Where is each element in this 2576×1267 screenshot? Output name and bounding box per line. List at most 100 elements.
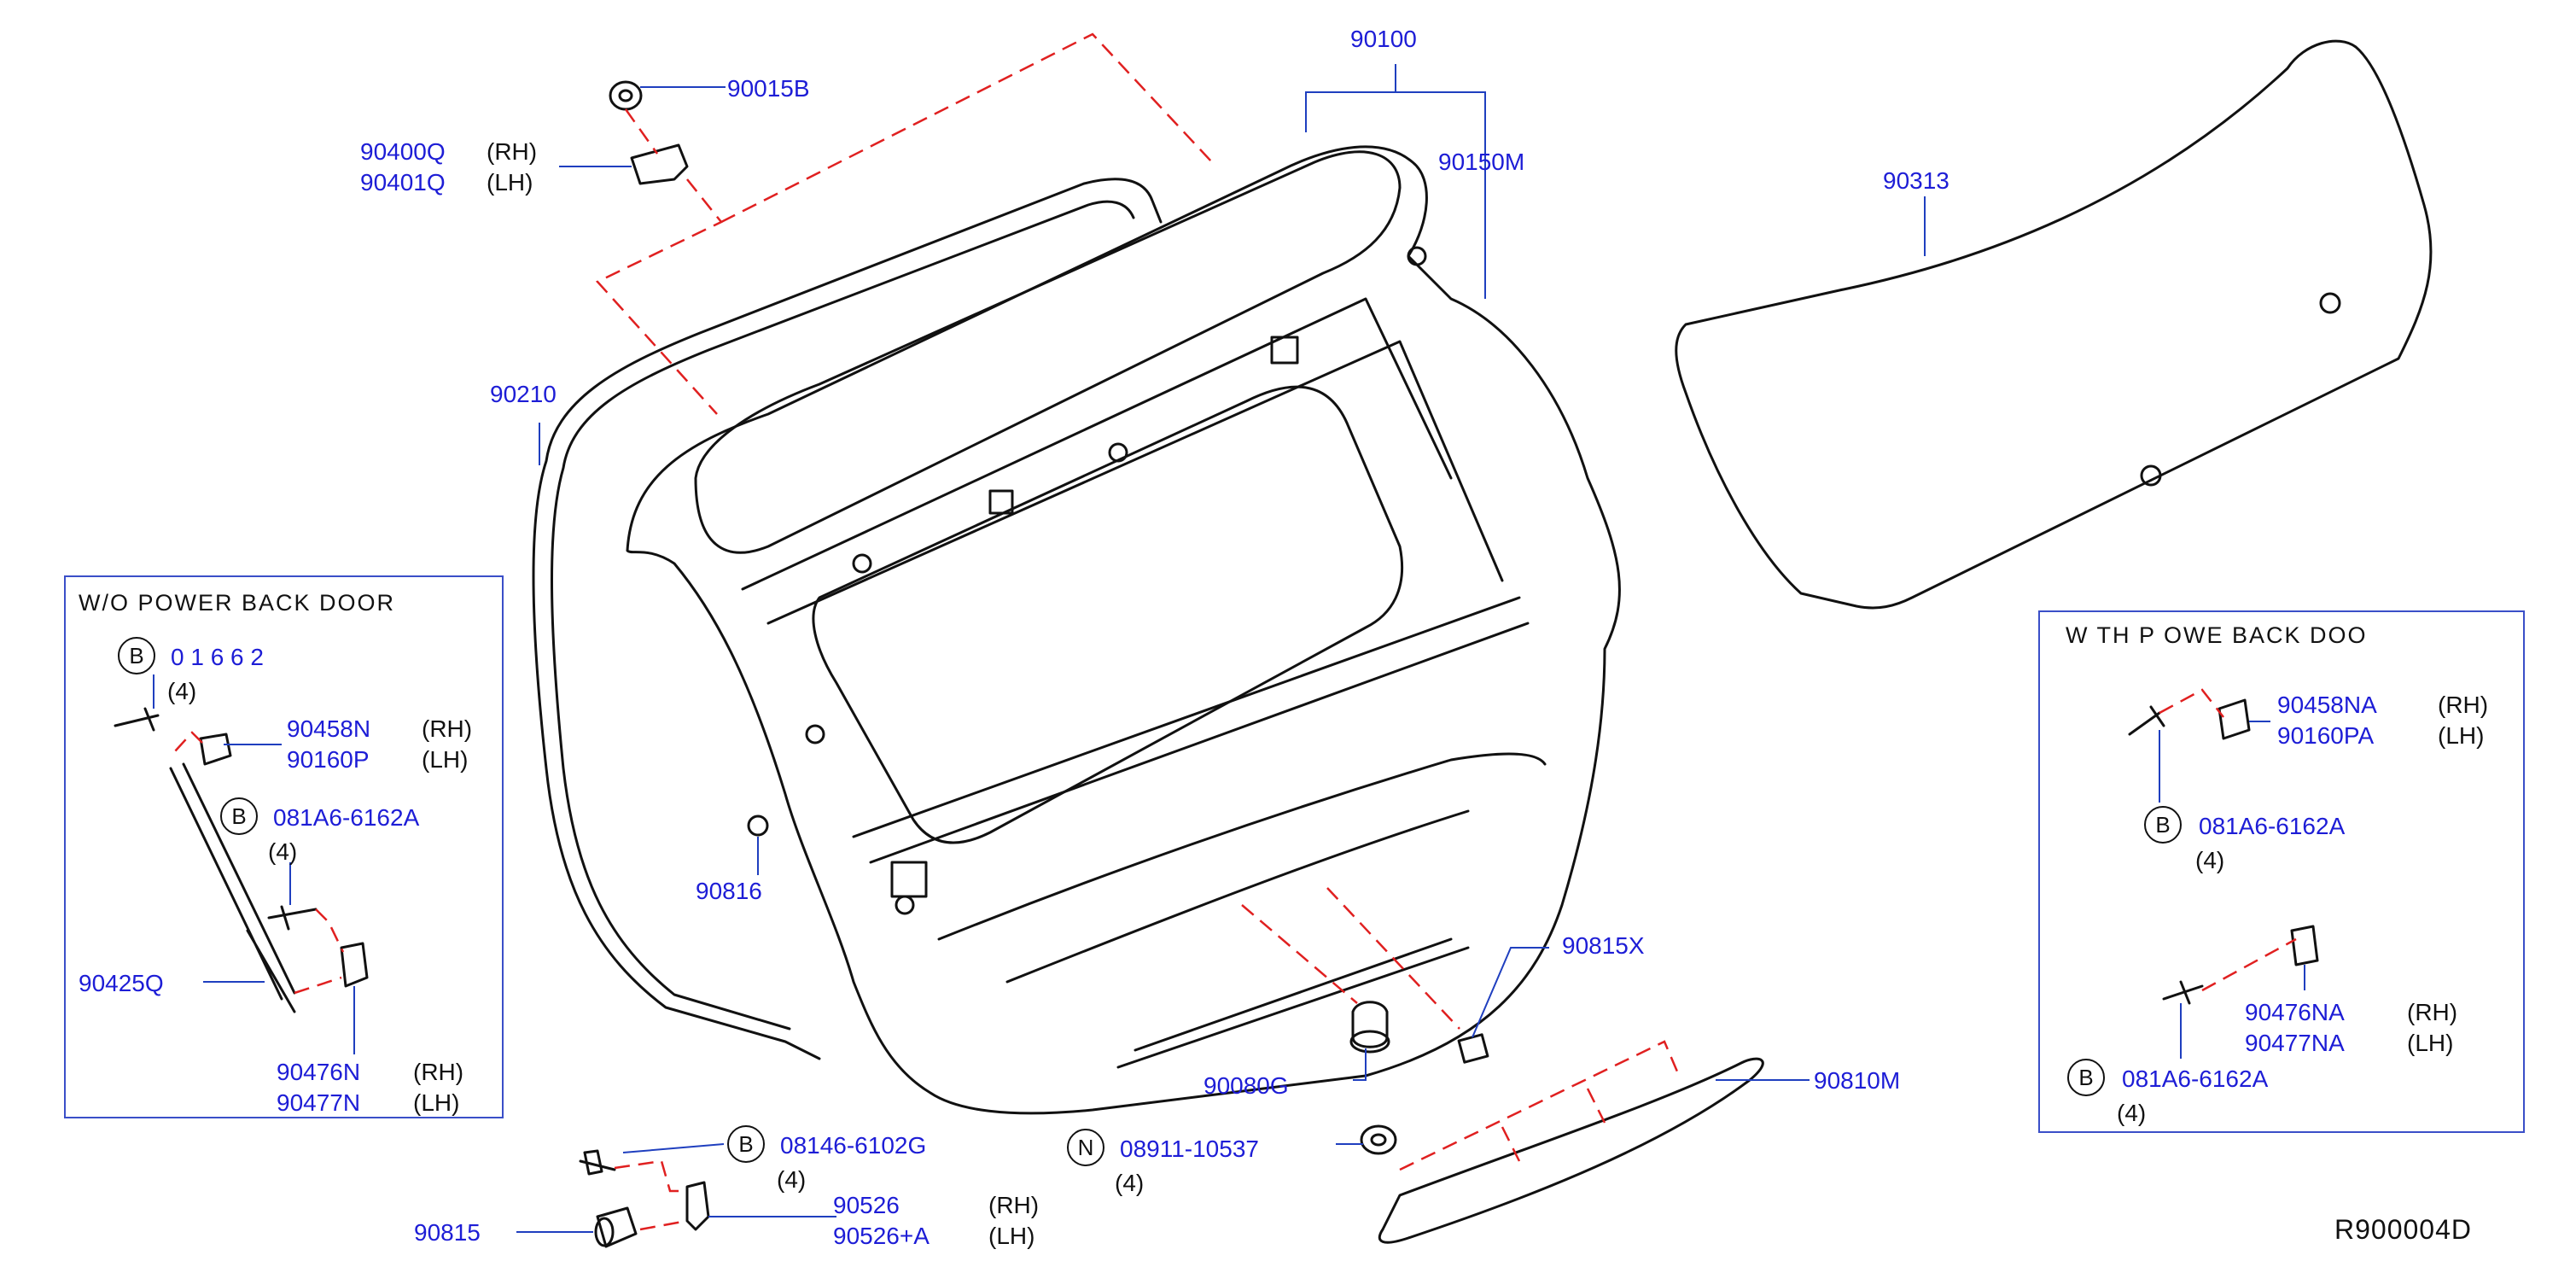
side-label: (LH) (2407, 1030, 2454, 1056)
side-label: (RH) (413, 1059, 464, 1085)
side-label: (RH) (2407, 999, 2458, 1025)
bracket-90400Q[interactable] (630, 143, 689, 185)
panel-header-with-power: W TH P OWE BACK DOO (2066, 622, 2368, 648)
panel-header-wo-power: W/O POWER BACK DOOR (79, 590, 396, 616)
dash-line (294, 908, 345, 995)
stop-lamp-90810M[interactable] (1378, 1057, 1764, 1244)
part-number-081A6-partial[interactable]: 0 1 6 6 2 (171, 644, 264, 670)
panel-without-power-back-door (64, 575, 504, 1118)
part-number-90401Q[interactable]: 90401Q (360, 169, 446, 196)
leader-line (1472, 947, 1549, 1038)
bracket-90476NA[interactable] (2290, 925, 2319, 966)
quantity-label: (4) (2117, 1100, 2147, 1126)
bolt-symbol-b: B (2144, 806, 2182, 844)
part-number-90816[interactable]: 90816 (696, 878, 762, 904)
door-inner-frame (741, 297, 1530, 864)
part-number-08146-6102G[interactable]: 08146-6102G (780, 1132, 927, 1159)
part-number-90160PA[interactable]: 90160PA (2277, 722, 2375, 749)
part-number-90210[interactable]: 90210 (490, 381, 557, 407)
part-number-90815[interactable]: 90815 (414, 1219, 481, 1246)
bolt-081A6-r2[interactable] (2162, 980, 2204, 1005)
bumper-90816[interactable] (747, 814, 769, 837)
bolt-symbol-b: B (727, 1125, 765, 1163)
door-window-opening (812, 385, 1404, 844)
back-door-panel-90100[interactable] (626, 145, 1621, 1115)
bolt-symbol-b: B (2067, 1059, 2105, 1096)
bracket-hole (805, 724, 825, 744)
bolt-08146-6102G[interactable] (579, 1149, 616, 1176)
side-label: (LH) (413, 1089, 460, 1116)
part-number-90526[interactable]: 90526 (833, 1192, 900, 1218)
side-label: (RH) (988, 1192, 1040, 1218)
part-number-081A6-6162A[interactable]: 081A6-6162A (2199, 813, 2346, 839)
part-number-90810M[interactable]: 90810M (1814, 1067, 1901, 1094)
bracket-hole (1407, 246, 1427, 266)
dash-line (614, 1159, 688, 1231)
bolt-symbol-b: B (220, 797, 258, 835)
stopper-90815[interactable] (596, 1206, 638, 1248)
part-number-90476N[interactable]: 90476N (277, 1059, 361, 1085)
bolt-symbol-b: B (118, 637, 155, 674)
part-number-90015B[interactable]: 90015B (727, 75, 810, 102)
latch-mount (890, 861, 928, 898)
hinge-mount (988, 489, 1014, 515)
cap-90015B[interactable] (609, 80, 643, 111)
back-glass-90313[interactable] (1675, 39, 2433, 610)
dash-line (595, 32, 1213, 415)
gas-stay-90425Q[interactable] (169, 762, 296, 1013)
door-upper-spoiler (694, 150, 1402, 554)
door-lower-garnish (937, 752, 1547, 984)
side-label: (RH) (487, 138, 538, 165)
bolt-081A6[interactable] (114, 707, 160, 732)
bolt-081A6-mid[interactable] (267, 905, 318, 931)
part-number-90313[interactable]: 90313 (1883, 167, 1949, 194)
part-number-90526-a[interactable]: 90526+A (833, 1223, 930, 1249)
part-number-90080G[interactable]: 90080G (1203, 1072, 1289, 1099)
part-number-90815X[interactable]: 90815X (1562, 932, 1645, 959)
part-number-90477NA[interactable]: 90477NA (2245, 1030, 2345, 1056)
bolt-081A6-r1[interactable] (2128, 705, 2165, 736)
part-number-08911-10537[interactable]: 08911-10537 (1120, 1136, 1259, 1162)
quantity-label: (4) (2195, 847, 2225, 873)
side-label: (LH) (2438, 722, 2485, 749)
part-number-90100[interactable]: 90100 (1350, 26, 1417, 52)
dash-line (1399, 1040, 1679, 1171)
part-number-90458NA[interactable]: 90458NA (2277, 692, 2377, 718)
part-number-90477N[interactable]: 90477N (277, 1089, 361, 1116)
part-number-90425Q[interactable]: 90425Q (79, 970, 164, 996)
dash-line (1241, 887, 1460, 1030)
nut-symbol-n: N (1067, 1129, 1104, 1166)
clip-90080G[interactable] (1351, 1001, 1389, 1048)
bracket-hole (852, 553, 872, 574)
diagram-reference-code: R900004D (2334, 1214, 2472, 1245)
quantity-label: (4) (777, 1166, 807, 1193)
side-label: (RH) (422, 715, 473, 742)
bracket-90526[interactable] (685, 1181, 710, 1231)
pad-90815X[interactable] (1457, 1033, 1489, 1064)
grommet[interactable] (1360, 1124, 1397, 1155)
part-number-90400Q[interactable]: 90400Q (360, 138, 446, 165)
bracket-90458NA[interactable] (2218, 698, 2251, 740)
hinge-mount (1270, 336, 1299, 365)
bracket-90458N[interactable] (199, 733, 232, 766)
dash-line (2201, 937, 2297, 992)
part-number-90160P[interactable]: 90160P (287, 746, 370, 773)
quantity-label: (4) (1115, 1170, 1145, 1196)
quantity-label: (4) (167, 678, 197, 704)
glass-mount-hole (2319, 292, 2341, 314)
side-label: (LH) (988, 1223, 1035, 1249)
bracket-90476N[interactable] (340, 942, 369, 988)
weatherstrip-inner (551, 200, 1135, 1031)
weatherstrip-90210[interactable] (532, 178, 1163, 1060)
bracket-hole (895, 895, 915, 915)
leader-line (622, 1143, 725, 1153)
part-number-081A6-6162A[interactable]: 081A6-6162A (2122, 1066, 2269, 1092)
door-bumper-line (1116, 937, 1470, 1069)
side-label: (LH) (487, 169, 533, 196)
quantity-label: (4) (268, 838, 298, 865)
part-number-90458N[interactable]: 90458N (287, 715, 371, 742)
part-number-90150M[interactable]: 90150M (1438, 149, 1525, 175)
part-number-081A6-6162A[interactable]: 081A6-6162A (273, 804, 420, 831)
part-number-90476NA[interactable]: 90476NA (2245, 999, 2345, 1025)
